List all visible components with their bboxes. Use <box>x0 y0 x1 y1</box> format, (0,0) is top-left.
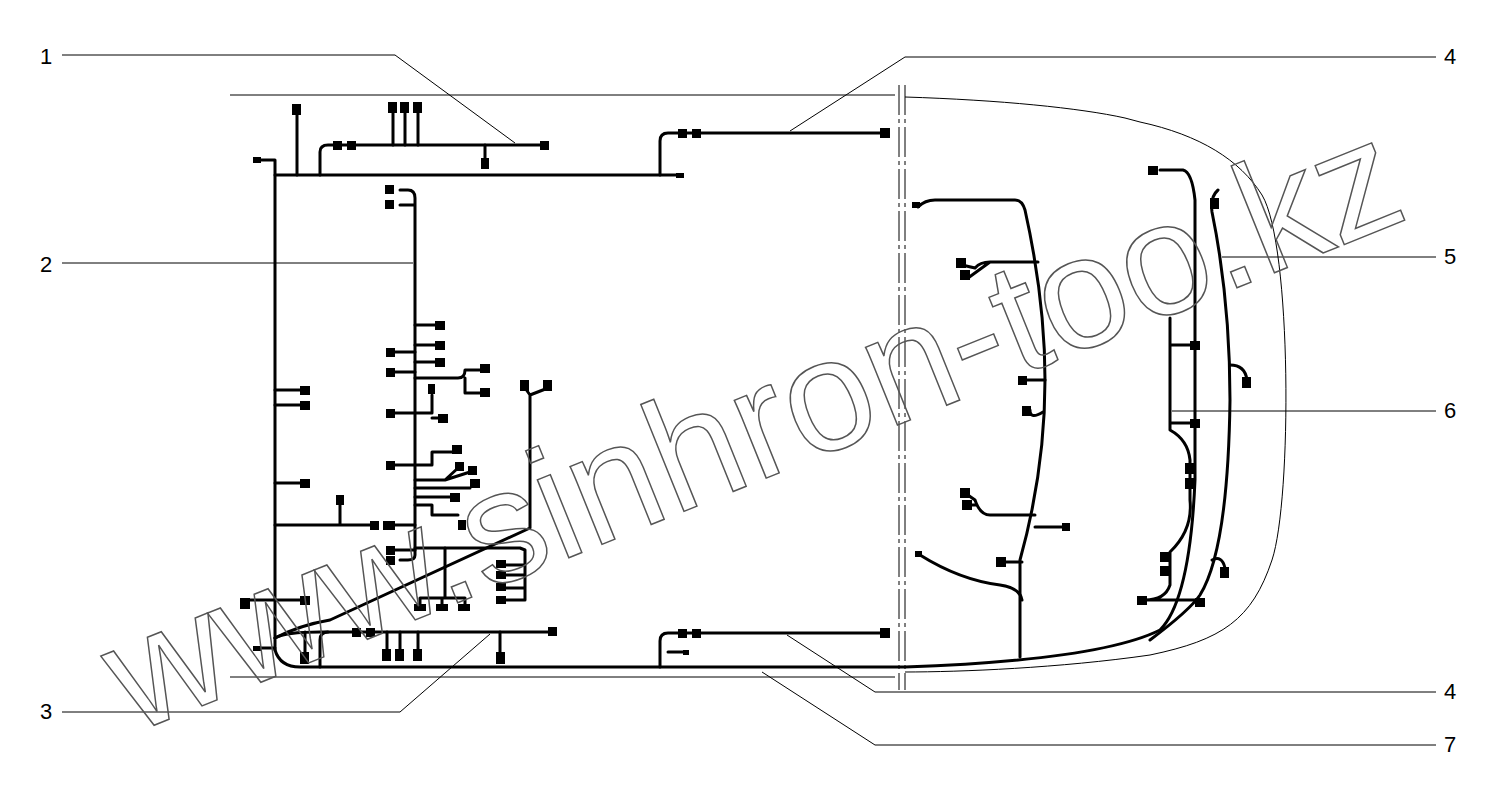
body-line <box>230 95 895 96</box>
connector-plug <box>347 141 356 150</box>
watermark: www.sinhron-too.kz <box>82 93 1421 758</box>
leader-line <box>1172 411 1436 412</box>
callout-number: 4 <box>1442 681 1458 703</box>
connector-plug <box>915 551 922 557</box>
connector-plug <box>413 102 422 113</box>
connector-plug <box>388 102 397 113</box>
connector-plug <box>435 341 445 350</box>
connector-plug <box>1185 463 1194 474</box>
harness-wire <box>393 113 485 158</box>
connector-plug <box>452 445 462 454</box>
connector-plug <box>1195 598 1205 607</box>
connector-plug <box>300 479 310 488</box>
harness-wire <box>395 395 438 418</box>
callout-number: 1 <box>38 46 54 68</box>
connector-plug <box>678 629 687 638</box>
connector-plug <box>676 173 684 178</box>
connector-plug <box>540 141 549 150</box>
connector-plug <box>1148 166 1158 175</box>
connector-plug <box>1160 552 1170 562</box>
connector-plug <box>692 629 701 638</box>
connector-plug <box>1220 567 1229 578</box>
connector-plug <box>962 500 972 510</box>
connector-plug <box>543 380 552 391</box>
harness-wire <box>275 174 680 177</box>
connector-plug <box>386 409 395 418</box>
connector-plug <box>428 384 435 394</box>
callout-number: 6 <box>1442 400 1458 422</box>
callout-number: 5 <box>1442 246 1458 268</box>
connector-plug <box>1022 406 1031 416</box>
connector-plug <box>1160 566 1170 576</box>
connector-plug <box>385 200 394 209</box>
connector-plug <box>548 627 557 636</box>
harness-wire <box>296 115 299 175</box>
connector-plug <box>292 104 301 115</box>
connector-plug <box>386 348 395 357</box>
leader-line <box>62 263 413 264</box>
connector-plug <box>1137 596 1147 605</box>
connector-plug <box>1242 377 1251 388</box>
connector-plug <box>880 128 890 138</box>
connector-plug <box>960 488 970 498</box>
leader-line <box>762 672 1436 745</box>
connector-plug <box>1190 419 1200 428</box>
connector-plug <box>692 129 701 138</box>
connector-plug <box>678 129 687 138</box>
harness-wire <box>1212 559 1225 568</box>
connector-plug <box>520 380 529 391</box>
connector-plug <box>481 158 489 169</box>
callout-number: 2 <box>38 254 54 276</box>
callout-number: 4 <box>1442 46 1458 68</box>
connector-plug <box>435 358 445 367</box>
leader-line <box>62 55 515 143</box>
connector-plug <box>438 414 448 423</box>
connector-plug <box>300 386 310 395</box>
connector-plug <box>496 652 505 664</box>
connector-plug <box>386 368 395 377</box>
connector-plug <box>435 321 445 330</box>
connector-plug <box>386 461 395 470</box>
connector-plug <box>1062 523 1070 531</box>
connector-plug <box>880 628 890 638</box>
connector-plug <box>413 649 422 661</box>
leader-line <box>787 635 1436 692</box>
connector-plug <box>300 401 310 410</box>
connector-plug <box>400 102 409 113</box>
connector-plug <box>480 388 490 397</box>
connector-plug <box>1185 478 1194 489</box>
connector-plug <box>1190 341 1200 350</box>
harness-wire <box>395 325 435 372</box>
connector-plug <box>912 202 920 208</box>
connector-plug <box>996 557 1006 567</box>
harness-wire <box>415 370 480 393</box>
callout-number: 7 <box>1442 734 1458 756</box>
harness-wire <box>920 555 1022 600</box>
connector-plug <box>385 185 394 194</box>
connector-plug <box>253 157 261 163</box>
connector-plug <box>683 650 689 655</box>
harness-wire <box>965 493 1062 527</box>
harness-wire <box>1145 318 1195 600</box>
callout-number: 3 <box>38 701 54 723</box>
connector-plug <box>480 364 490 373</box>
connector-plug <box>333 141 342 150</box>
